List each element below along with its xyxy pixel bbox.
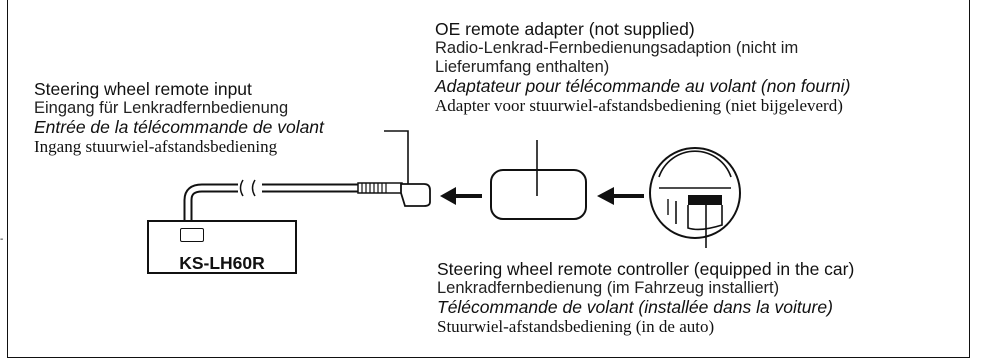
page-edge-mark: - <box>0 234 4 245</box>
input-leader-line <box>384 130 409 184</box>
oe-remote-adapter <box>490 169 587 220</box>
input-label-fr: Entrée de la télécommande de volant <box>34 117 324 137</box>
steering-wheel-input-label: Steering wheel remote input Eingang für … <box>34 79 324 157</box>
adapter-label-de-line1: Radio-Lenkrad-Fernbedienungsadaption (ni… <box>435 39 799 57</box>
input-plug <box>400 183 431 207</box>
controller-label-en: Steering wheel remote controller (equipp… <box>437 259 855 279</box>
arrow-controller-to-adapter <box>597 187 644 205</box>
adapter-label-nl: Adapter voor stuurwiel-afstandsbediening… <box>435 96 843 115</box>
remote-controller-label: Steering wheel remote controller (equipp… <box>437 259 855 337</box>
input-label-de: Eingang für Lenkradfernbedienung <box>34 99 289 117</box>
controller-label-fr: Télécommande de volant (installée dans l… <box>437 297 833 317</box>
model-name: KS-LH60R <box>179 253 265 273</box>
oe-adapter-label: OE remote adapter (not supplied) Radio-L… <box>435 19 851 116</box>
input-label-en: Steering wheel remote input <box>34 79 252 99</box>
adapter-label-de-line2: Lieferumfang enthalten) <box>435 58 610 76</box>
input-cable <box>183 183 238 222</box>
controller-label-nl: Stuurwiel-afstandsbediening (in de auto) <box>437 317 715 336</box>
input-label-nl: Ingang stuurwiel-afstandsbediening <box>34 137 278 156</box>
adapter-label-en: OE remote adapter (not supplied) <box>435 19 695 39</box>
cable-break-mark <box>239 179 244 197</box>
model-input-jack <box>180 228 204 242</box>
arrow-adapter-to-input <box>440 187 482 205</box>
steering-wheel-remote-controller <box>649 147 741 239</box>
wiring-diagram <box>183 130 741 248</box>
adapter-label-fr: Adaptateur pour télécommande au volant (… <box>435 76 851 96</box>
plug-strain-relief <box>357 182 403 194</box>
controller-label-de: Lenkradfernbedienung (im Fahrzeug instal… <box>437 279 780 297</box>
ks-lh60r-unit: KS-LH60R <box>147 220 297 274</box>
